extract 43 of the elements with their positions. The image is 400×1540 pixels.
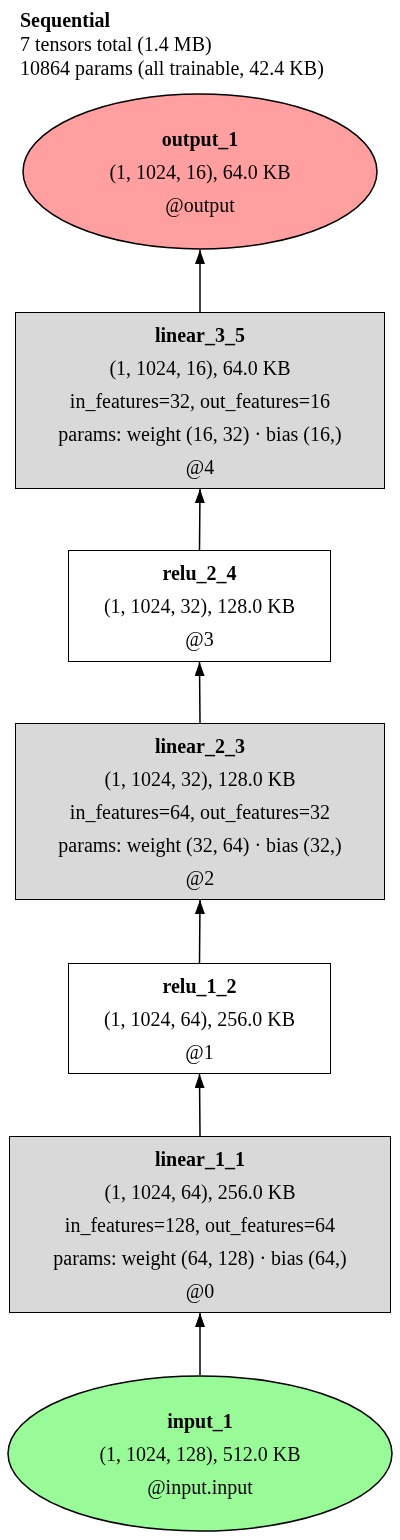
- activation-box: [68, 963, 331, 1074]
- node-text: params: weight (16, 32) · bias (16,): [58, 421, 342, 446]
- layer-box: [15, 312, 385, 489]
- node-text: @0: [185, 1278, 215, 1303]
- node-text: @output: [165, 192, 235, 217]
- layer-box: [9, 1136, 391, 1313]
- layer-name: output_1: [161, 126, 239, 151]
- node-text: in_features=128, out_features=64: [64, 1212, 336, 1237]
- node-text: (1, 1024, 128), 512.0 KB: [99, 1441, 301, 1466]
- node-text: (1, 1024, 16), 64.0 KB: [109, 355, 291, 380]
- layer-name: linear_1_1: [155, 1146, 245, 1171]
- node-text: params: weight (64, 128) · bias (64,): [53, 1245, 347, 1270]
- layer-name: linear_3_5: [155, 322, 245, 347]
- summary-text: 10864 params (all trainable, 42.4 KB): [20, 56, 324, 80]
- node-text: in_features=64, out_features=32: [69, 799, 331, 824]
- layer-name: relu_2_4: [162, 561, 237, 585]
- node-text: (1, 1024, 32), 128.0 KB: [104, 766, 296, 791]
- node-text: (1, 1024, 64), 256.0 KB: [104, 1179, 296, 1204]
- activation-box: [68, 550, 331, 662]
- node-text: (1, 1024, 16), 64.0 KB: [109, 159, 291, 184]
- arrow: [194, 899, 205, 964]
- node-text: @input.input: [147, 1474, 253, 1499]
- input-ellipse: [7, 1375, 393, 1532]
- layer-name: relu_1_2: [162, 973, 237, 998]
- arrow: [195, 249, 205, 313]
- node-text: @3: [185, 627, 214, 651]
- arrow: [194, 661, 205, 724]
- node-text: @4: [185, 454, 215, 479]
- node-text: @2: [185, 865, 215, 890]
- arrow: [195, 1312, 205, 1376]
- diagram-title: Sequential: [20, 8, 111, 32]
- layer-name: input_1: [167, 1408, 233, 1433]
- output-ellipse: [22, 93, 378, 250]
- arrow: [194, 1073, 205, 1137]
- node-text: in_features=32, out_features=16: [69, 388, 331, 413]
- node-text: params: weight (32, 64) · bias (32,): [58, 832, 342, 857]
- summary-text: 7 tensors total (1.4 MB): [20, 32, 212, 56]
- node-text: @1: [185, 1039, 214, 1064]
- node-text: (1, 1024, 32), 128.0 KB: [103, 594, 296, 618]
- node-text: (1, 1024, 64), 256.0 KB: [103, 1006, 296, 1031]
- layer-name: linear_2_3: [155, 733, 245, 758]
- arrow: [194, 488, 205, 551]
- layer-box: [15, 723, 385, 900]
